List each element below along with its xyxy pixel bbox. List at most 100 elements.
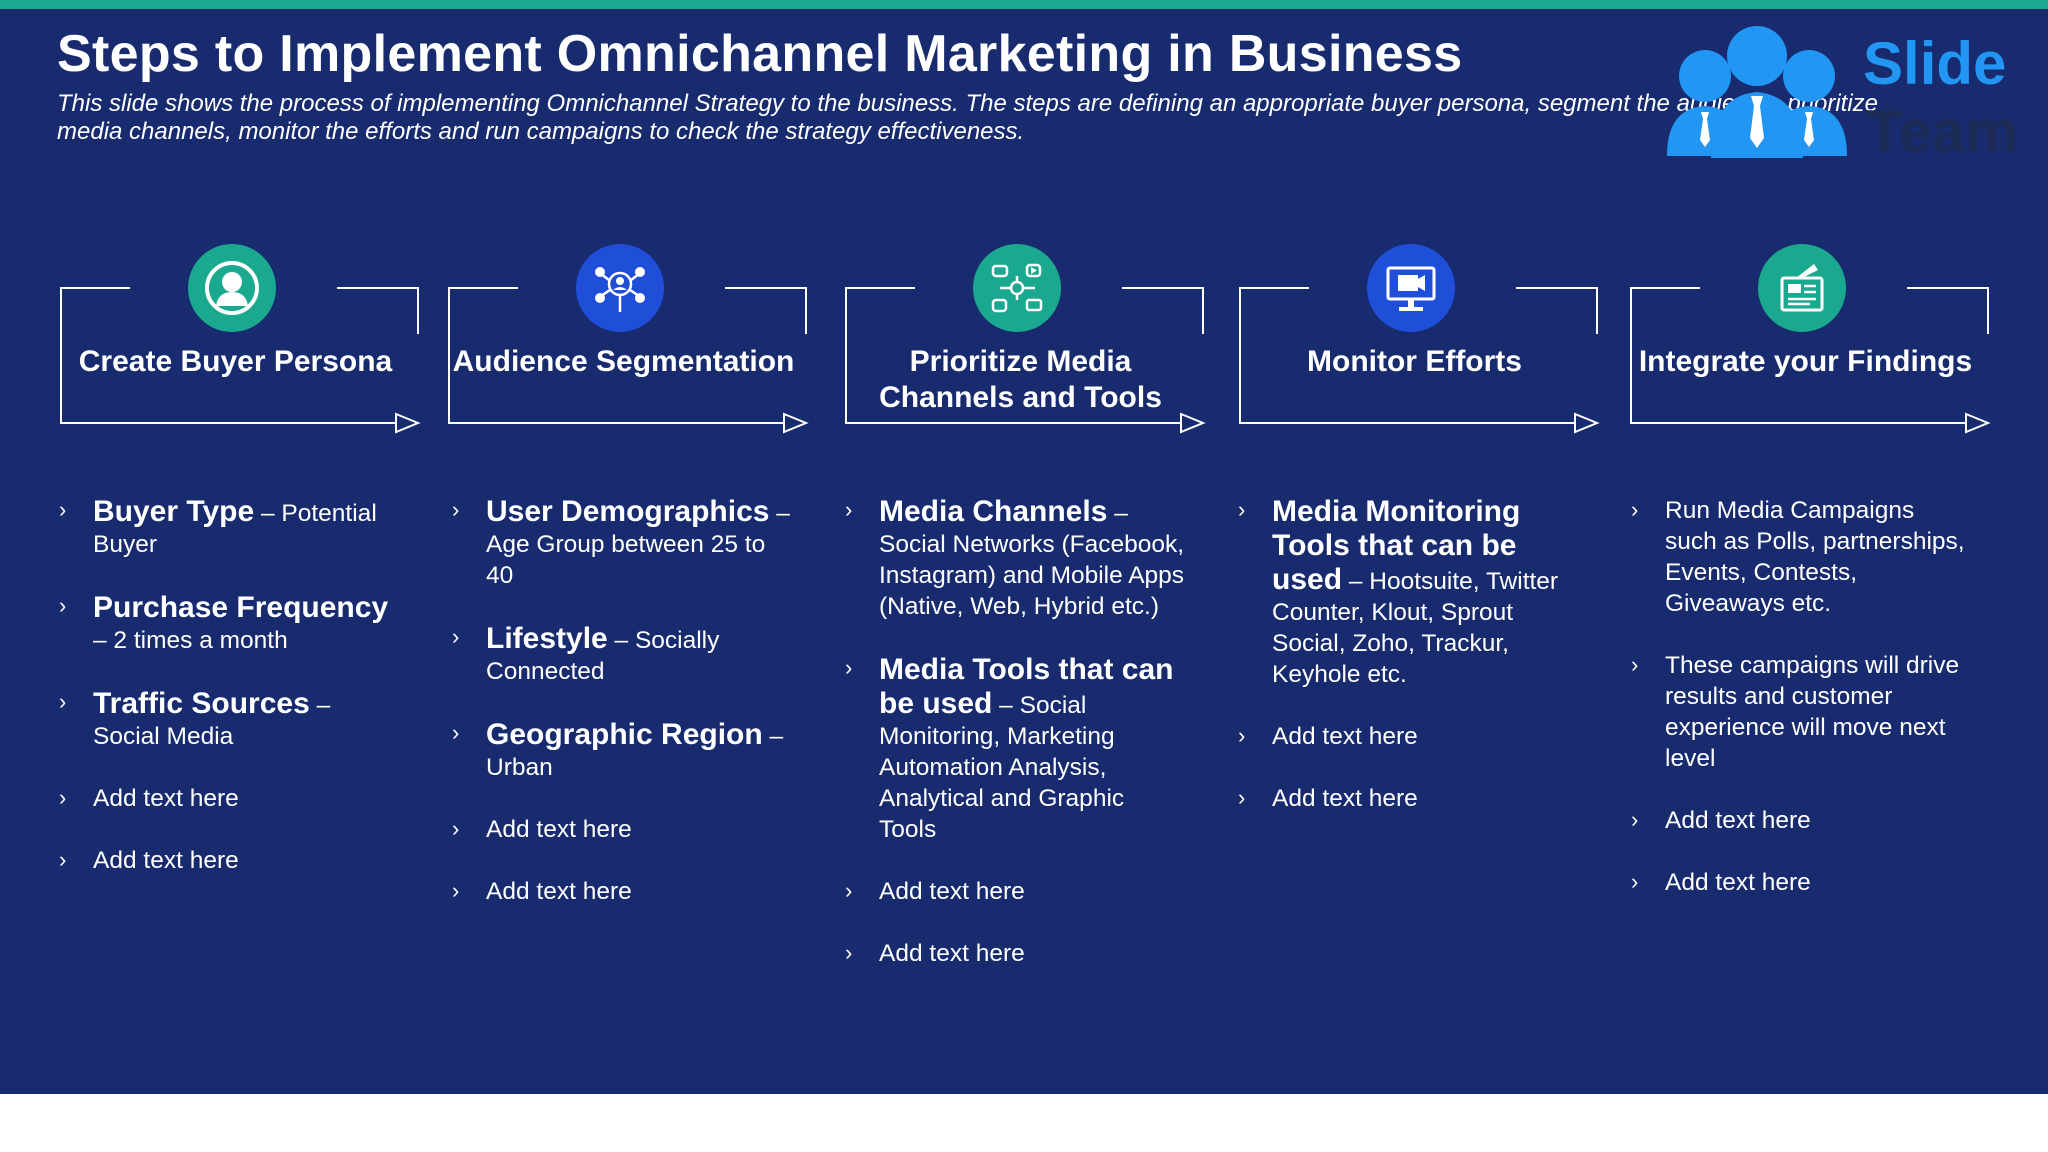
detail-item: › Add text here	[452, 814, 792, 845]
audience-network-icon	[595, 267, 645, 312]
step-header-audience-segmentation: Audience Segmentation	[447, 244, 809, 434]
logo-wordmark-team: Team	[1866, 98, 2019, 165]
chevron-right-icon: ›	[845, 497, 853, 522]
slide-title: Steps to Implement Omnichannel Marketing…	[57, 25, 1463, 83]
step-label: Prioritize Media Channels and Tools	[879, 345, 1162, 414]
step-frame-arrow	[448, 287, 809, 434]
step-details-prioritize-media: › Media Channels – Social Networks (Faceb…	[845, 495, 1185, 1000]
chevron-right-icon: ›	[845, 878, 853, 903]
chevron-right-icon: ›	[452, 720, 460, 745]
detail-text: – Social Monitoring, Marketing Automatio…	[879, 692, 1125, 843]
step-badge	[576, 244, 664, 332]
detail-text: Run Media Campaigns such as Polls, partn…	[1665, 497, 1965, 617]
step-header-integrate-findings: Integrate your Findings	[1629, 244, 1991, 434]
step-details-integrate-findings: › Run Media Campaigns such as Polls, part…	[1631, 495, 1971, 929]
chevron-right-icon: ›	[1631, 869, 1639, 894]
detail-item: › Add text here	[1631, 805, 1971, 836]
detail-item: › Lifestyle – Socially Connected	[452, 622, 792, 687]
detail-text: – Age Group between 25 to 40	[486, 500, 790, 589]
detail-heading: Media Channels	[879, 495, 1108, 528]
detail-item: › Add text here	[845, 876, 1185, 907]
detail-text: These campaigns will drive results and c…	[1665, 652, 1960, 772]
chevron-right-icon: ›	[452, 624, 460, 649]
chevron-right-icon: ›	[59, 593, 67, 618]
chevron-right-icon: ›	[59, 785, 67, 810]
detail-item: › Add text here	[1238, 721, 1578, 752]
chevron-right-icon: ›	[1631, 497, 1639, 522]
detail-heading: Purchase Frequency	[93, 591, 389, 624]
top-accent-bar	[0, 0, 2048, 9]
detail-text: – Hootsuite, Twitter Counter, Klout, Spr…	[1272, 568, 1559, 688]
detail-text: Add text here	[1665, 807, 1811, 834]
chevron-right-icon: ›	[1238, 723, 1246, 748]
step-frame-arrow	[1239, 287, 1600, 434]
detail-text: – Socially Connected	[486, 627, 720, 685]
logo-wordmark-slide: Slide	[1863, 30, 2007, 97]
chevron-right-icon: ›	[1238, 785, 1246, 810]
chevron-right-icon: ›	[1631, 652, 1639, 677]
step-badge	[973, 244, 1061, 332]
slide-subtitle: This slide shows the process of implemen…	[57, 90, 1879, 145]
detail-text: Add text here	[1665, 869, 1811, 896]
chevron-right-icon: ›	[452, 878, 460, 903]
detail-item: › Add text here	[1238, 783, 1578, 814]
detail-heading: Lifestyle	[486, 622, 608, 655]
detail-text: Add text here	[879, 940, 1025, 967]
detail-item: › Add text here	[1631, 867, 1971, 898]
detail-text: – Potential Buyer	[93, 500, 377, 558]
detail-heading: User Demographics	[486, 495, 770, 528]
step-frame-arrow	[60, 287, 421, 434]
detail-item: › Add text here	[452, 876, 792, 907]
chevron-right-icon: ›	[452, 497, 460, 522]
detail-text: – Social Networks (Facebook, Instagram) …	[879, 500, 1185, 620]
detail-text: Add text here	[1272, 723, 1418, 750]
detail-text: Add text here	[93, 785, 239, 812]
detail-item: ›Buyer Type – Potential Buyer	[59, 495, 399, 560]
detail-text: – Social Media	[93, 692, 331, 750]
step-frame-arrow	[845, 287, 1206, 434]
chevron-right-icon: ›	[59, 689, 67, 714]
step-header-monitor-efforts: Monitor Efforts	[1238, 244, 1600, 434]
step-badge	[1367, 244, 1455, 332]
detail-item: › Purchase Frequency – 2 times a month	[59, 591, 399, 656]
slide: Steps to Implement Omnichannel Marketing…	[0, 0, 2048, 1094]
step-header-create-buyer-persona: Create Buyer Persona	[59, 244, 421, 434]
step-badge	[188, 244, 276, 332]
detail-heading: Media Tools that can be used	[879, 653, 1174, 720]
monitor-icon	[1386, 266, 1436, 311]
step-label: Create Buyer Persona	[78, 345, 393, 378]
detail-text: Add text here	[486, 878, 632, 905]
people-group-icon	[1667, 26, 1847, 158]
detail-item: › These campaigns will drive results and …	[1631, 650, 1971, 774]
step-label: Monitor Efforts	[1307, 345, 1522, 378]
detail-item: › Media Tools that can be used – Social M…	[845, 653, 1185, 845]
detail-item: › Traffic Sources – Social Media	[59, 687, 399, 752]
chevron-right-icon: ›	[845, 655, 853, 680]
chevron-right-icon: ›	[59, 847, 67, 872]
detail-item: › Run Media Campaigns such as Polls, part…	[1631, 495, 1971, 619]
step-frame-arrow	[1630, 287, 1991, 434]
detail-item: › Add text here	[59, 783, 399, 814]
detail-heading: Media Monitoring Tools that can be used	[1272, 495, 1521, 596]
step-label: Integrate your Findings	[1638, 345, 1973, 378]
chevron-right-icon: ›	[845, 940, 853, 965]
detail-item: › Media Monitoring Tools that can be used…	[1238, 495, 1578, 690]
detail-heading: Buyer Type	[93, 495, 255, 528]
step-details-monitor-efforts: › Media Monitoring Tools that can be used…	[1238, 495, 1578, 845]
detail-text: – Urban	[486, 723, 784, 781]
detail-item: › User Demographics – Age Group between 2…	[452, 495, 792, 591]
chevron-right-icon: ›	[1238, 497, 1246, 522]
detail-item: ›Geographic Region – Urban	[452, 718, 792, 783]
detail-item: ›Add text here	[59, 845, 399, 876]
detail-text: Add text here	[486, 816, 632, 843]
chevron-right-icon: ›	[1631, 807, 1639, 832]
step-label: Audience Segmentation	[452, 345, 795, 378]
detail-text: Add text here	[879, 878, 1025, 905]
detail-heading: Traffic Sources	[93, 687, 310, 720]
step-details-create-buyer-persona: ›Buyer Type – Potential Buyer ›Purchase …	[59, 495, 399, 907]
media-channels-icon	[991, 263, 1043, 313]
detail-text: Add text here	[1272, 785, 1418, 812]
chevron-right-icon: ›	[452, 816, 460, 841]
step-details-audience-segmentation: › User Demographics – Age Group between 2…	[452, 495, 792, 938]
detail-text: – 2 times a month	[93, 627, 288, 654]
